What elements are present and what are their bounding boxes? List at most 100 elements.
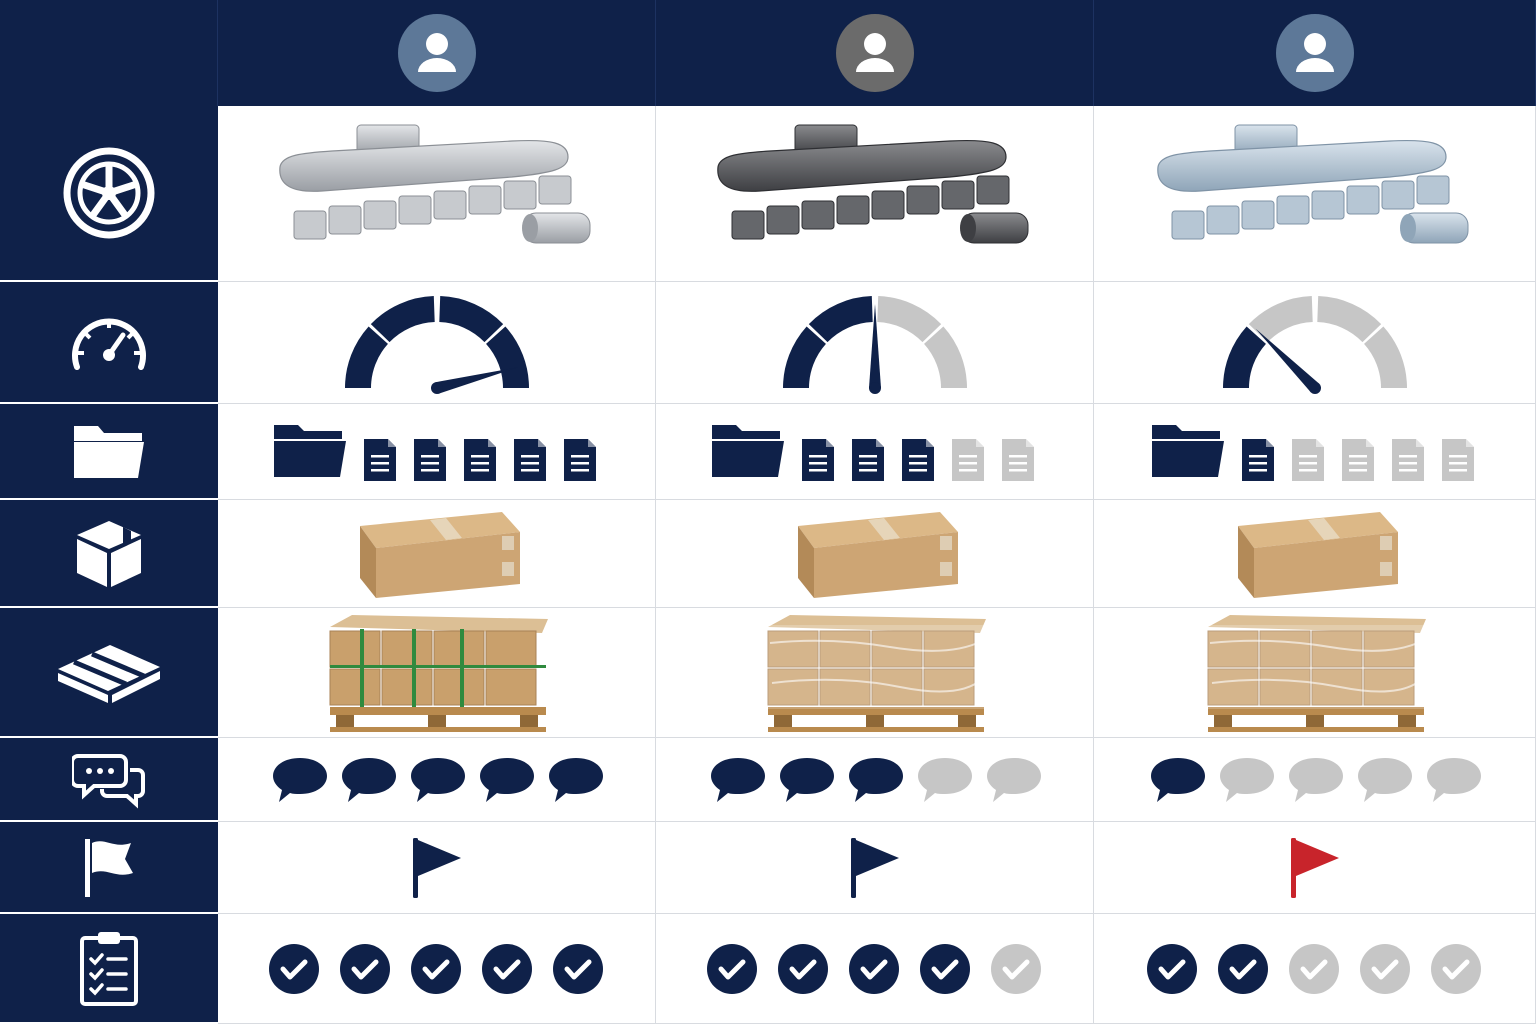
check-icon (339, 943, 390, 994)
product-cell-1 (218, 106, 656, 282)
user-avatar-icon[interactable] (397, 13, 477, 93)
gauge-segment (1363, 325, 1407, 388)
checklist-rating (267, 942, 607, 996)
gauge-segment (923, 325, 967, 388)
document-icon (1241, 438, 1274, 481)
chat-bubble (479, 757, 534, 802)
performance-cell-2 (656, 282, 1094, 404)
chat-bubble (548, 757, 603, 802)
documentation-cell-1 (218, 404, 656, 500)
communication-cell-1 (218, 738, 656, 822)
flag-cell-2 (656, 822, 1094, 914)
tire-icon (63, 147, 155, 239)
row-label-packaging (0, 500, 218, 608)
check-icon (706, 943, 757, 994)
performance-gauge (760, 292, 990, 394)
carton-box-image (342, 506, 532, 602)
performance-cell-3 (1094, 282, 1536, 404)
performance-gauge (1200, 292, 1430, 394)
check-icon (481, 943, 532, 994)
check-icon (410, 943, 461, 994)
packaging-cell-3 (1094, 500, 1536, 608)
checklist-cell-1 (218, 914, 656, 1024)
chat-bubble (779, 757, 834, 802)
documentation-rating (1150, 421, 1480, 483)
row-label-communication (0, 738, 218, 822)
document-icon (1001, 438, 1034, 481)
communication-rating (1145, 754, 1485, 806)
check-icon (990, 943, 1041, 994)
chat-bubble (341, 757, 396, 802)
chat-bubble (1357, 757, 1412, 802)
check-icon (1359, 943, 1410, 994)
gauge-segment (485, 325, 529, 388)
gauge-segment (1222, 325, 1266, 388)
user-avatar-icon[interactable] (1275, 13, 1355, 93)
checklist-rating (1145, 942, 1485, 996)
performance-cell-1 (218, 282, 656, 404)
gauge-segment (782, 325, 826, 388)
product-cell-2 (656, 106, 1094, 282)
pallet-image (312, 613, 562, 733)
chat-bubble (1426, 757, 1481, 802)
document-icon (363, 438, 396, 481)
user-avatar-icon[interactable] (835, 13, 915, 93)
column-header-1 (218, 0, 656, 106)
gauge-needle (1255, 328, 1319, 392)
chat-bubble (1219, 757, 1274, 802)
flag-icon (79, 835, 139, 899)
status-flag-icon (847, 836, 903, 900)
status-flag-icon (1287, 836, 1343, 900)
gauge-segment (370, 295, 435, 342)
documentation-rating (272, 421, 602, 483)
box-icon (73, 517, 145, 589)
gauge-segment (808, 295, 873, 342)
carton-box-image (1220, 506, 1410, 602)
flag-cell-3 (1094, 822, 1536, 914)
check-icon (552, 943, 603, 994)
chat-bubble (710, 757, 765, 802)
chat-bubble (917, 757, 972, 802)
pallet-cell-1 (218, 608, 656, 738)
communication-rating (705, 754, 1045, 806)
wheel-weight-image (262, 119, 612, 269)
checklist-cell-3 (1094, 914, 1536, 1024)
checklist-rating (705, 942, 1045, 996)
chat-bubble (1150, 757, 1205, 802)
check-icon (268, 943, 319, 994)
chat-bubble (848, 757, 903, 802)
documentation-rating (710, 421, 1040, 483)
performance-gauge (322, 292, 552, 394)
product-cell-3 (1094, 106, 1536, 282)
folder-icon (70, 420, 148, 482)
document-icon (801, 438, 834, 481)
row-label-performance (0, 282, 218, 404)
check-icon (1217, 943, 1268, 994)
communication-cell-3 (1094, 738, 1536, 822)
check-icon (848, 943, 899, 994)
check-icon (1146, 943, 1197, 994)
status-flag-icon (409, 836, 465, 900)
documentation-cell-2 (656, 404, 1094, 500)
document-icon (951, 438, 984, 481)
chat-bubble (986, 757, 1041, 802)
document-icon (413, 438, 446, 481)
document-icon (513, 438, 546, 481)
speedometer-icon (67, 309, 151, 375)
gauge-segment (438, 295, 503, 342)
document-icon (901, 438, 934, 481)
wheel-weight-image (1140, 119, 1490, 269)
carton-box-image (780, 506, 970, 602)
gauge-segment (344, 325, 388, 388)
document-icon (851, 438, 884, 481)
pallet-icon (54, 639, 164, 705)
communication-rating (267, 754, 607, 806)
wheel-weight-image (700, 119, 1050, 269)
pallet-image (750, 613, 1000, 733)
document-icon (463, 438, 496, 481)
documentation-cell-3 (1094, 404, 1536, 500)
header-corner (0, 0, 218, 106)
gauge-needle (868, 303, 881, 388)
check-icon (919, 943, 970, 994)
